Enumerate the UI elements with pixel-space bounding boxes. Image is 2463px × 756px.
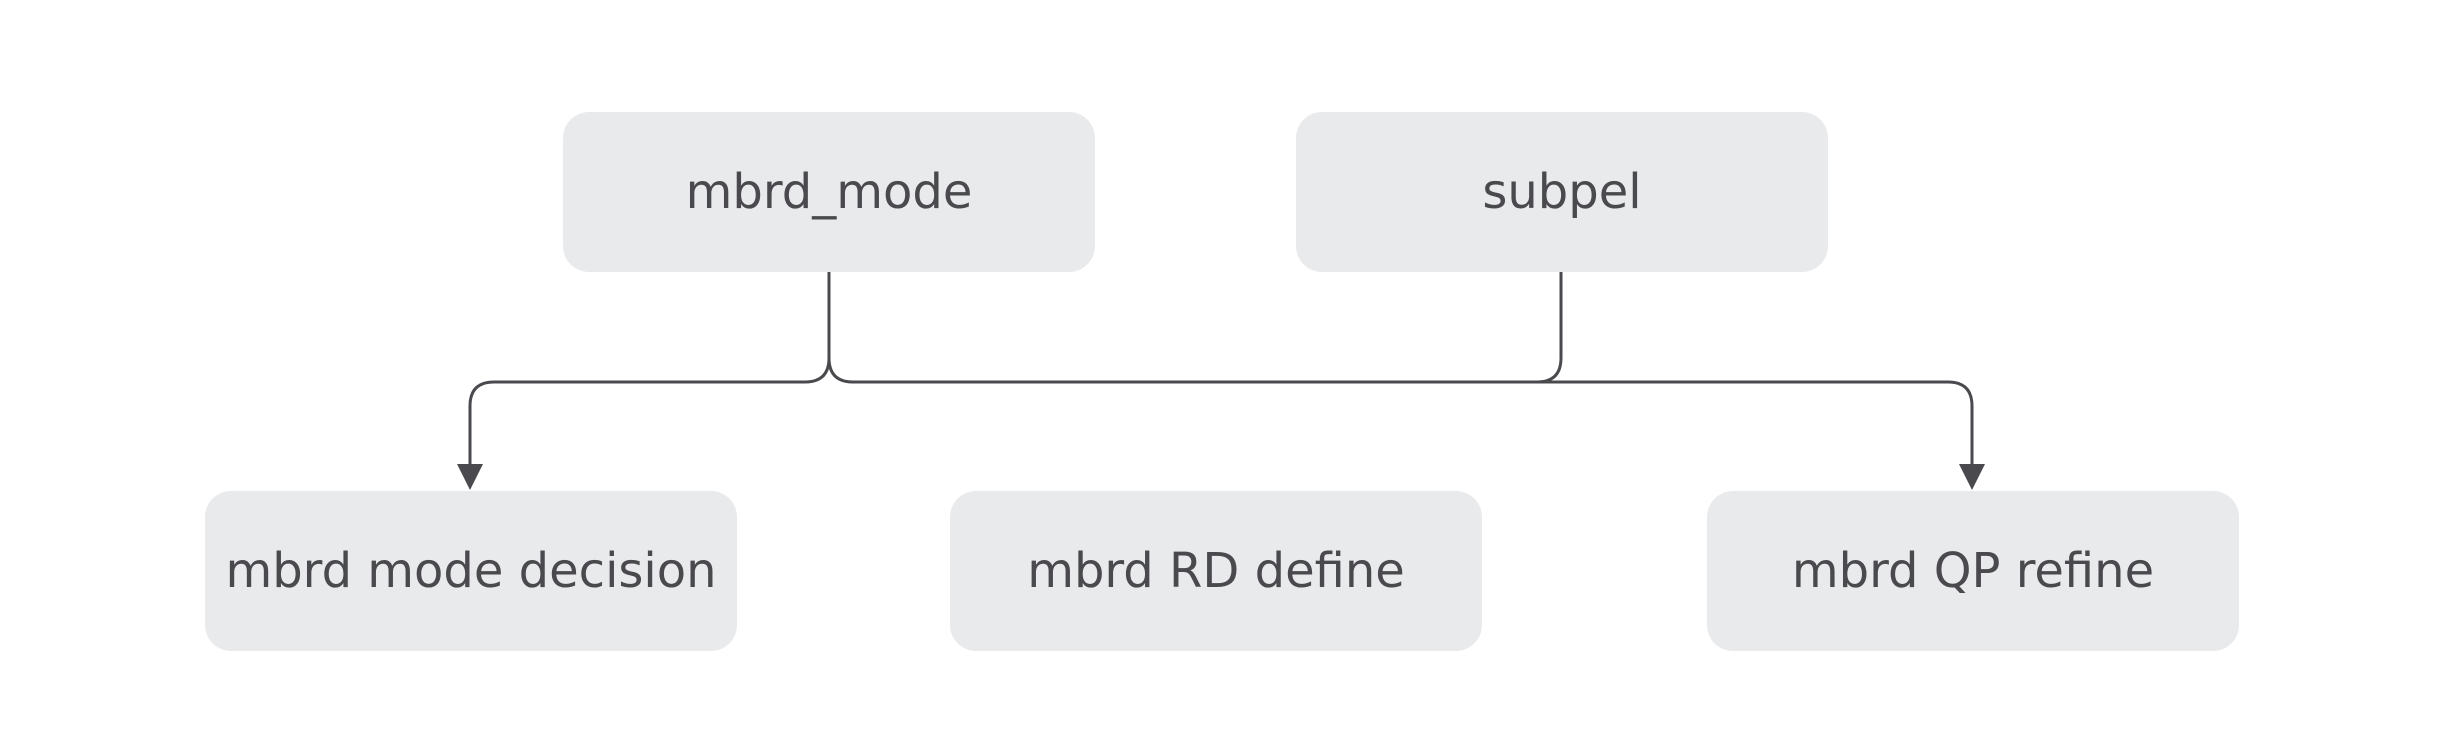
arrowhead-to-mode-decision-icon <box>457 464 483 490</box>
node-label-mbrd-rd-define: mbrd RD define <box>1027 543 1405 599</box>
connector-from-mbrd-mode <box>468 272 831 472</box>
node-label-mbrd-mode-decision: mbrd mode decision <box>225 543 717 599</box>
connector-from-subpel <box>1536 272 1563 384</box>
node-mbrd-rd-define: mbrd RD define <box>950 491 1482 651</box>
node-label-subpel: subpel <box>1482 164 1642 220</box>
connector-subpel-branch-right <box>1537 380 1974 472</box>
node-label-mbrd-qp-refine: mbrd QP refine <box>1791 543 2155 599</box>
connector-mbrd-mode-branch-right <box>827 357 1538 384</box>
arrowhead-to-qp-refine-icon <box>1959 464 1985 490</box>
node-mbrd-mode-decision: mbrd mode decision <box>205 491 737 651</box>
node-label-mbrd-mode: mbrd_mode <box>685 164 973 220</box>
node-subpel: subpel <box>1296 112 1828 272</box>
node-mbrd-mode: mbrd_mode <box>563 112 1095 272</box>
node-mbrd-qp-refine: mbrd QP refine <box>1707 491 2239 651</box>
